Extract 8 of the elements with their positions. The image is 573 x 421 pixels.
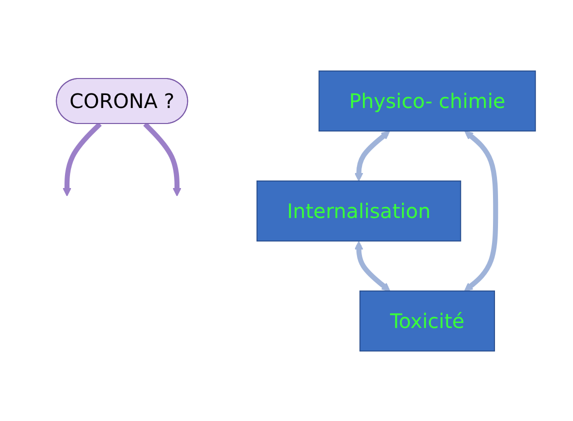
node-box: Physico- chimie [318,70,536,131]
node-box: Internalisation [256,180,462,241]
arrow [354,130,390,181]
arrow [354,240,391,291]
arrow [62,122,102,196]
node-box: Toxicité [360,290,496,351]
arrow [464,130,498,291]
arrow [144,122,182,196]
